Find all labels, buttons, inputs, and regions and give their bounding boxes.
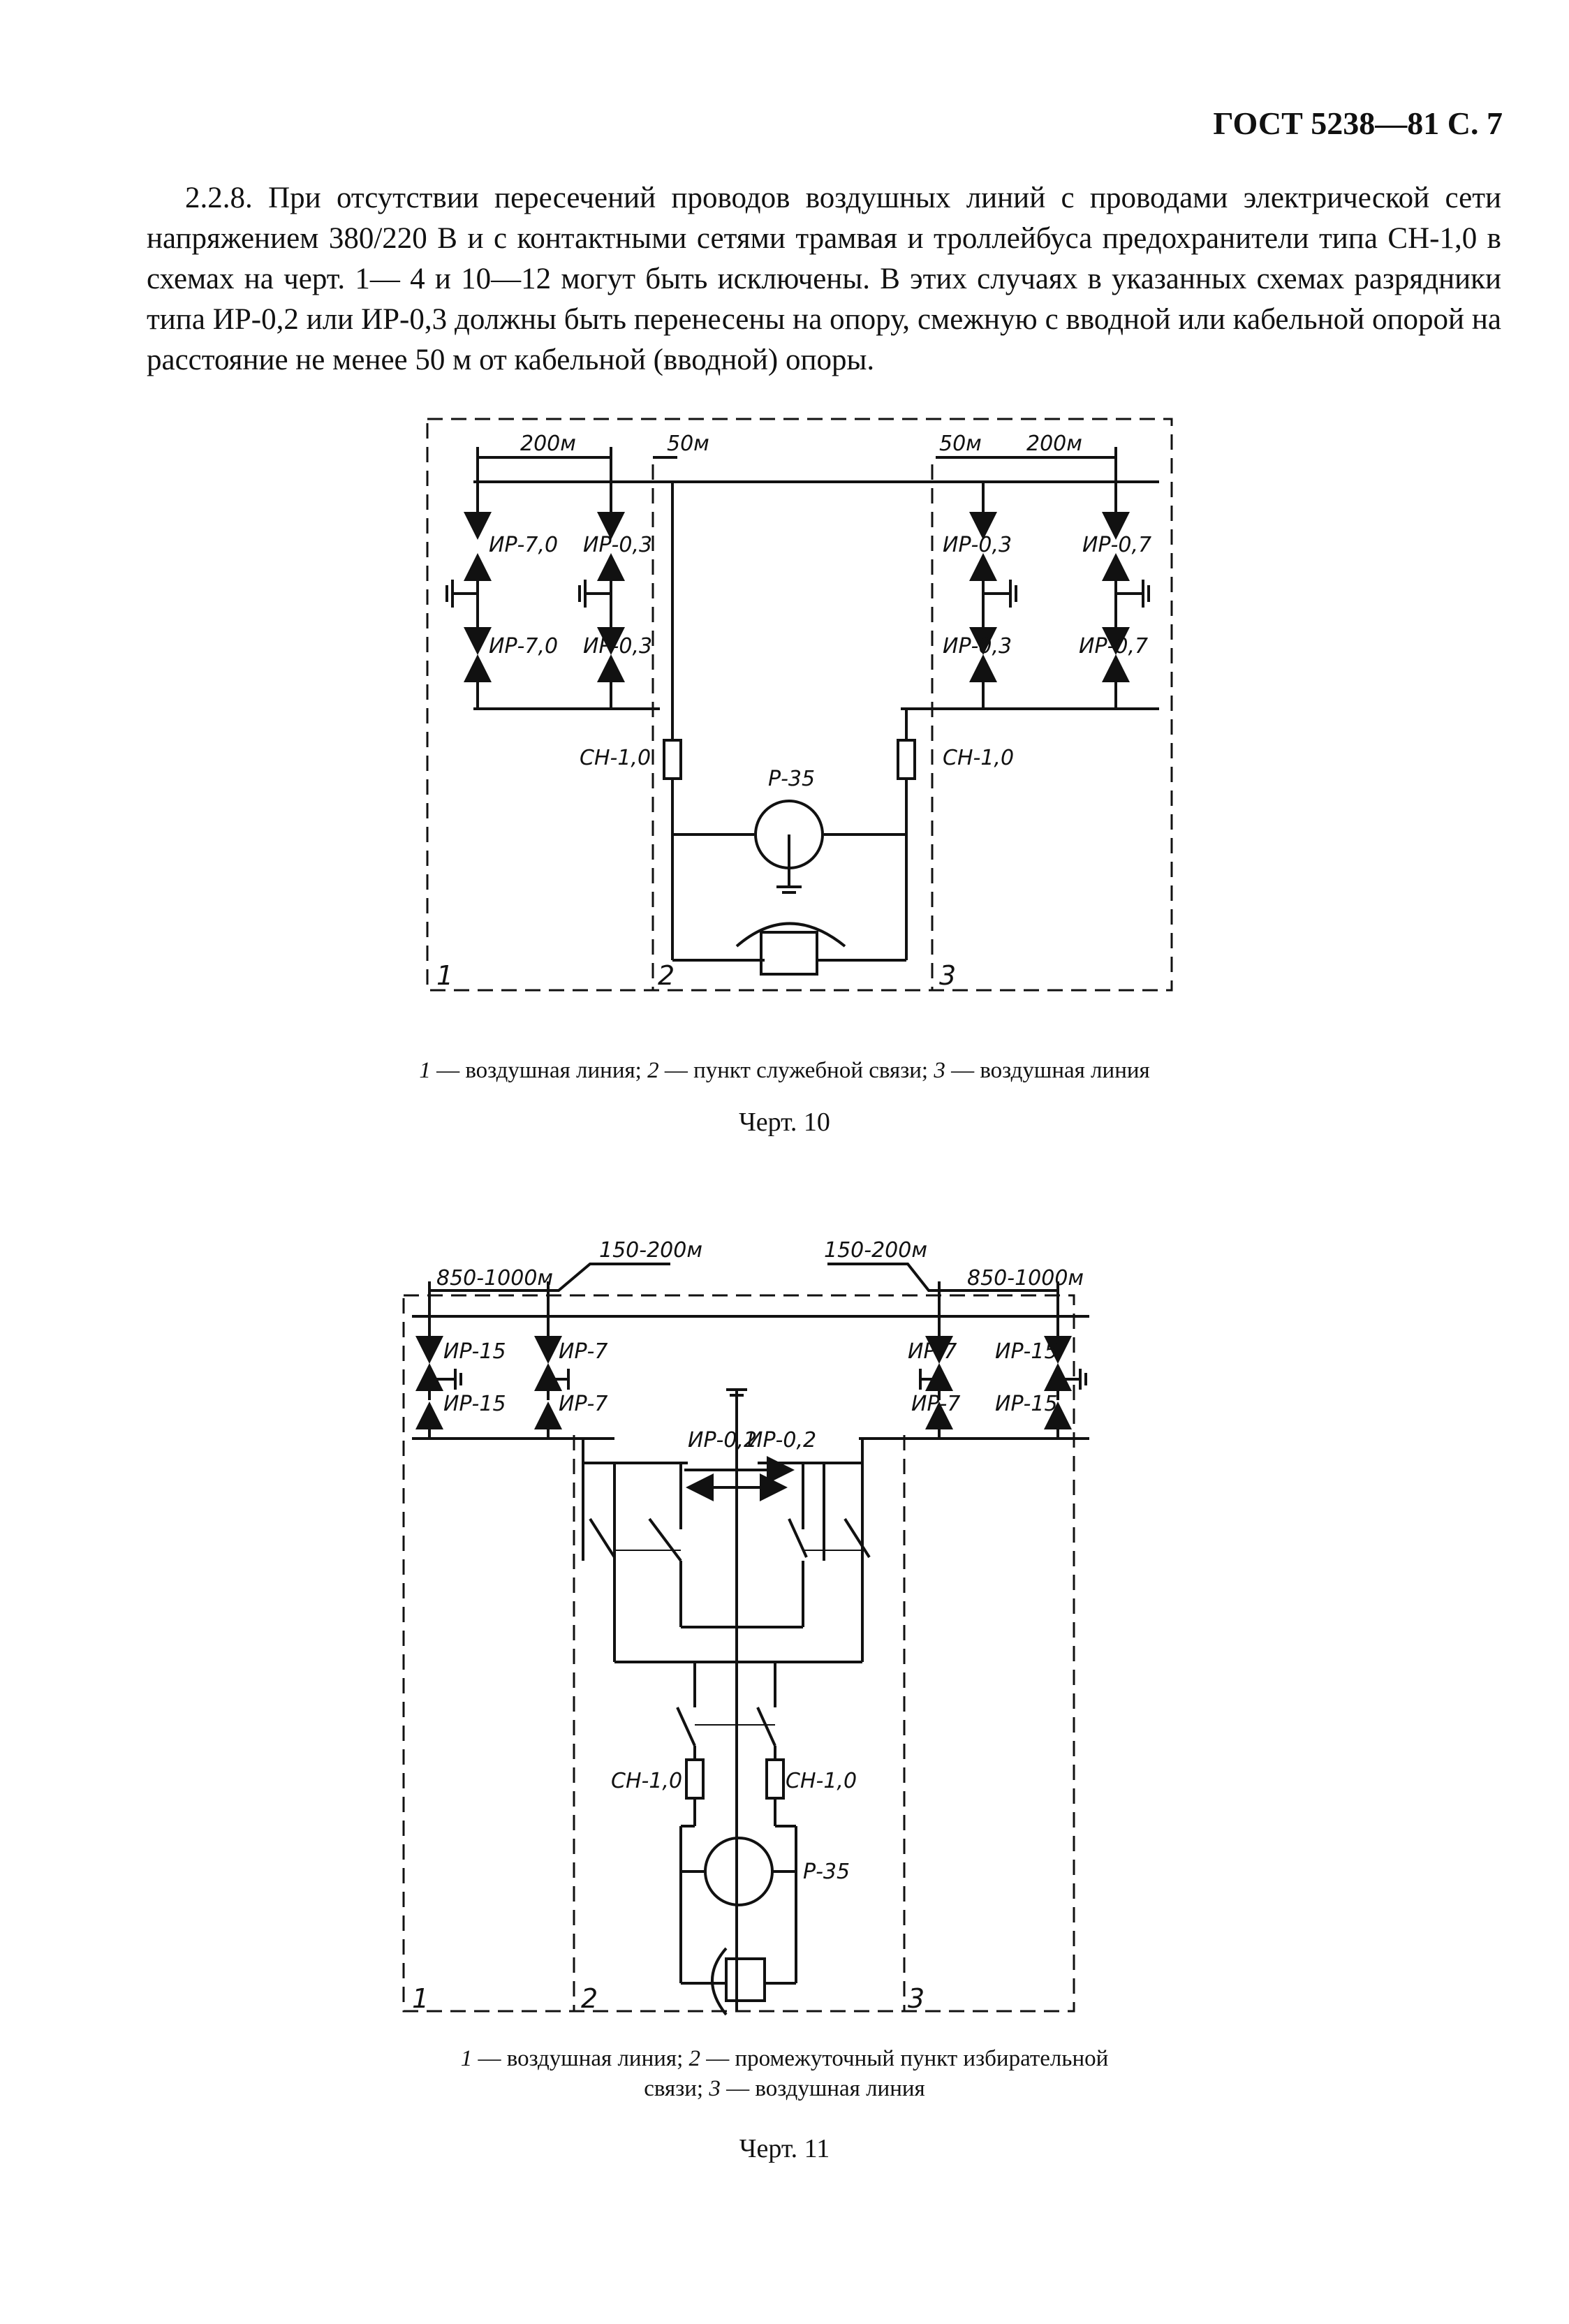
fig10-zone-3: 3 <box>939 960 956 991</box>
figure-11-caption-line1: 1 — воздушная линия; 2 — промежуточный п… <box>460 2046 1109 2071</box>
fig10-sn-right: СН-1,0 <box>943 746 1014 770</box>
fig11-dist-150-right: 150-200м <box>824 1238 927 1263</box>
fig10-ir7-a: ИР-7,0 <box>489 533 558 557</box>
fig10-ir03-c: ИР-0,3 <box>943 533 1012 557</box>
fig11-ir7-a: ИР-7 <box>559 1339 607 1364</box>
fig10-ir03-d: ИР-0,3 <box>943 634 1012 659</box>
fig11-zone-1: 1 <box>412 1983 429 2014</box>
fig10-dist-50-left: 50м <box>667 432 709 456</box>
fig10-zone-1: 1 <box>436 960 453 991</box>
fig10-ir03-b: ИР-0,3 <box>583 634 652 659</box>
fig10-zone-2: 2 <box>658 960 675 991</box>
fig10-dist-200-left: 200м <box>520 432 576 456</box>
fig10-dist-50-right: 50м <box>939 432 982 456</box>
figure-10-title: Черт. 10 <box>739 1108 830 1137</box>
fig11-ir15-d: ИР-15 <box>995 1392 1058 1416</box>
figure-10-labels: 200м 50м 50м 200м ИР-7,0 ИР-0,3 ИР-7,0 И… <box>436 432 1151 991</box>
fig11-r35: Р-35 <box>803 1860 850 1884</box>
fig11-dist-850-left: 850-1000м <box>436 1266 553 1290</box>
figure-10-diagram <box>426 418 1173 992</box>
fig11-ir7-b: ИР-7 <box>559 1392 607 1416</box>
fig11-dist-150-left: 150-200м <box>599 1238 702 1263</box>
figure-11-diagram <box>402 1263 1089 2016</box>
fig10-ir07-c: ИР-0,7 <box>1082 533 1151 557</box>
fig11-sn-left: СН-1,0 <box>611 1769 682 1793</box>
page-header: ГОСТ 5238—81 С. 7 <box>1213 105 1503 141</box>
fig10-ir03-a: ИР-0,3 <box>583 533 652 557</box>
figure-11-labels: 850-1000м 150-200м 150-200м 850-1000м ИР… <box>412 1238 1084 2014</box>
figure-11-title: Черт. 11 <box>739 2134 830 2163</box>
figure-11-caption-line2: связи; 3 — воздушная линия <box>644 2076 925 2101</box>
fig11-zone-3: 3 <box>908 1983 925 2014</box>
fig11-ir7-d: ИР-7 <box>911 1392 960 1416</box>
fig10-dist-200-right: 200м <box>1026 432 1082 456</box>
fig10-ir7-b: ИР-7,0 <box>489 634 558 659</box>
section-paragraph: 2.2.8. При отсутствии пересечений провод… <box>147 182 1501 376</box>
fig11-ir15-c: ИР-15 <box>995 1339 1058 1364</box>
fig11-ir02-right: ИР-0,2 <box>747 1428 816 1452</box>
fig11-ir15-b: ИР-15 <box>443 1392 506 1416</box>
fig11-dist-850-right: 850-1000м <box>967 1266 1084 1290</box>
fig11-ir02-left: ИР-0,2 <box>688 1428 757 1452</box>
fig11-ir15-a: ИР-15 <box>443 1339 506 1364</box>
figure-10-caption: 1 — воздушная линия; 2 — пункт служебной… <box>419 1058 1150 1083</box>
fig11-sn-right: СН-1,0 <box>786 1769 857 1793</box>
fig11-zone-2: 2 <box>581 1983 598 2014</box>
fig10-sn-left: СН-1,0 <box>580 746 651 770</box>
fig11-ir7-c: ИР-7 <box>908 1339 957 1364</box>
fig10-r35: Р-35 <box>768 767 815 791</box>
fig10-ir07-d: ИР-0,7 <box>1079 634 1148 659</box>
